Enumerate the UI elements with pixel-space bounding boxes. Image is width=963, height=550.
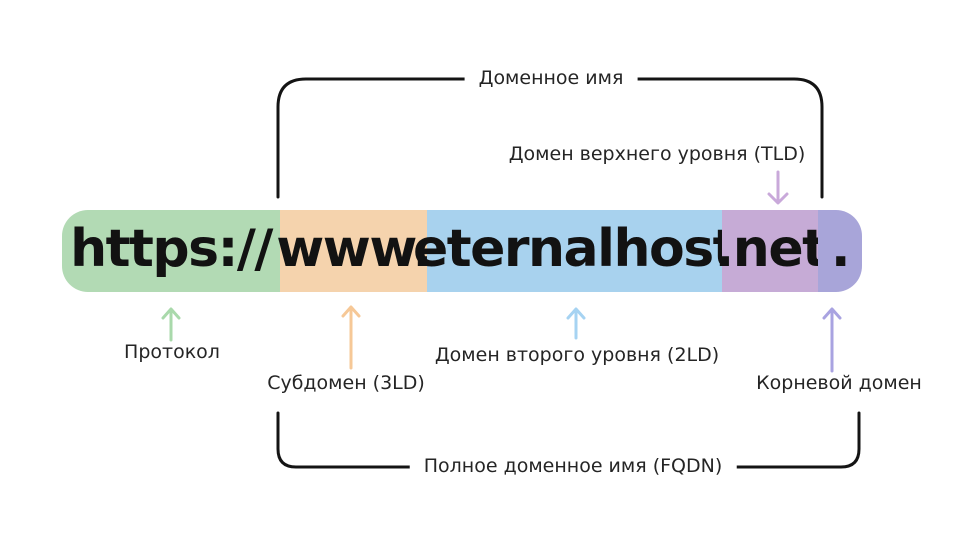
tld-arrow-down-icon — [767, 170, 789, 205]
protocol-label: Протокол — [124, 341, 220, 364]
segment-second-level-domain: eternalhost — [413, 210, 738, 292]
segment-root-domain-text: . — [830, 219, 851, 279]
tld-label: Домен верхнего уровня (TLD) — [508, 143, 806, 166]
url-bar: https:// www. eternalhost .net . — [62, 210, 862, 292]
top-bracket — [276, 77, 824, 199]
segment-top-level-domain-text: .net — [714, 219, 827, 279]
segment-top-level-domain: .net — [715, 210, 827, 292]
subdomain-arrow-up-icon — [341, 305, 361, 370]
segment-second-level-domain-text: eternalhost — [412, 219, 738, 279]
protocol-arrow-up-icon — [161, 307, 181, 342]
domain-name-label: Доменное имя — [464, 65, 638, 93]
segment-protocol: https:// — [62, 210, 280, 292]
second-level-domain-label: Домен второго уровня (2LD) — [434, 344, 720, 367]
fqdn-label: Полное доменное имя (FQDN) — [409, 453, 737, 481]
root-arrow-up-icon — [822, 307, 842, 373]
segment-protocol-text: https:// — [70, 219, 273, 279]
sld-arrow-up-icon — [566, 307, 586, 340]
subdomain-label: Субдомен (3LD) — [267, 372, 425, 395]
segment-root-domain: . — [818, 210, 862, 292]
root-domain-label: Корневой домен — [756, 372, 922, 395]
segment-subdomain: www. — [276, 210, 432, 292]
segment-subdomain-text: www. — [276, 219, 432, 279]
